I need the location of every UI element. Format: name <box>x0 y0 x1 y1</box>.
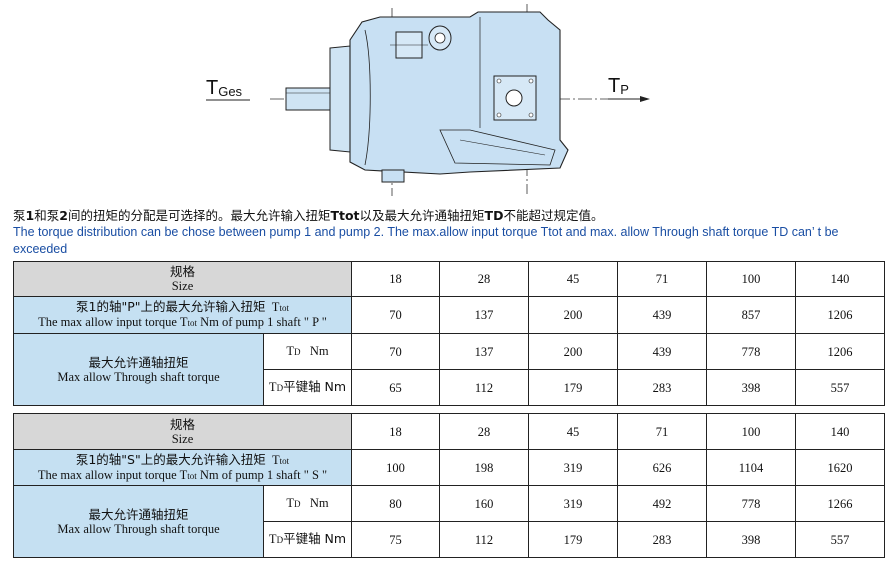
bottom-drain <box>381 169 405 183</box>
through-torque-cn: 最大允许通轴扭矩 <box>88 506 189 522</box>
through-torque-en: Max allow Through shaft torque <box>57 521 220 536</box>
key-shaft-value: 75 <box>351 521 440 558</box>
through-torque-label-cell: 最大允许通轴扭矩 Max allow Through shaft torque <box>13 485 264 558</box>
size-value: 18 <box>351 413 440 450</box>
size-value: 18 <box>351 261 440 297</box>
input-torque-value: 70 <box>351 296 440 334</box>
body-inner-contour-3 <box>459 139 546 156</box>
input-torque-en: The max allow input torque Ttot Nm of pu… <box>38 315 327 329</box>
key-shaft-value: 179 <box>528 521 618 558</box>
through-torque-cn: 最大允许通轴扭矩 <box>88 354 189 370</box>
input-torque-label-cell: 泵1的轴"S"上的最大允许输入扭矩 Ttot The max allow inp… <box>13 449 352 486</box>
note-chinese: 泵1和泵2间的扭矩的分配是可选择的。最大允许输入扭矩Ttot以及最大允许通轴扭矩… <box>13 208 604 223</box>
port-right-hole <box>505 89 523 107</box>
key-shaft-unit-label: TD平键轴 Nm <box>263 521 352 558</box>
size-value: 28 <box>439 413 529 450</box>
key-shaft-value: 557 <box>795 521 885 558</box>
input-torque-value: 100 <box>351 449 440 486</box>
size-header-cell: 规格 Size <box>13 261 352 297</box>
key-shaft-value: 112 <box>439 521 529 558</box>
td-unit-label: TD Nm <box>263 485 352 522</box>
note-english: The torque distribution can be chose bet… <box>13 225 839 256</box>
size-value: 45 <box>528 413 618 450</box>
size-value: 45 <box>528 261 618 297</box>
td-value: 319 <box>528 485 618 522</box>
td-value: 200 <box>528 333 618 370</box>
size-value: 100 <box>706 413 796 450</box>
torque-arrow-right-head <box>640 96 650 102</box>
input-torque-value: 319 <box>528 449 618 486</box>
input-torque-label-cell: 泵1的轴"P"上的最大允许输入扭矩 Ttot The max allow inp… <box>13 296 352 334</box>
input-torque-value: 198 <box>439 449 529 486</box>
size-header-en: Size <box>171 431 194 446</box>
size-value: 71 <box>617 413 707 450</box>
td-unit-label: TD Nm <box>263 333 352 370</box>
input-torque-value: 137 <box>439 296 529 334</box>
torque-label-right: TP <box>608 75 629 97</box>
td-value: 778 <box>706 333 796 370</box>
size-header-en: Size <box>171 279 194 293</box>
round-boss-hole <box>434 32 446 44</box>
td-value: 70 <box>351 333 440 370</box>
input-torque-cn: 泵1的轴"S"上的最大允许输入扭矩 Ttot <box>75 451 290 467</box>
key-shaft-value: 557 <box>795 369 885 406</box>
td-value: 1266 <box>795 485 885 522</box>
input-torque-value: 1620 <box>795 449 885 486</box>
input-torque-value: 1206 <box>795 296 885 334</box>
size-header-cn: 规格 <box>169 416 195 432</box>
td-value: 1206 <box>795 333 885 370</box>
input-torque-cn: 泵1的轴"P"上的最大允许输入扭矩 Ttot <box>76 299 289 315</box>
td-value: 137 <box>439 333 529 370</box>
size-value: 28 <box>439 261 529 297</box>
td-value: 160 <box>439 485 529 522</box>
size-value: 71 <box>617 261 707 297</box>
through-torque-en: Max allow Through shaft torque <box>57 369 220 384</box>
size-header-cn: 规格 <box>169 264 195 279</box>
body-inner-contour-2 <box>439 129 556 166</box>
torque-table-shaft-p: 规格 Size 18 28 45 71 100 140 泵1的轴"P"上的最大允… <box>13 261 885 406</box>
input-torque-value: 857 <box>706 296 796 334</box>
key-shaft-unit-label: TD平键轴 Nm <box>263 369 352 406</box>
body-inner-contour <box>364 29 371 166</box>
torque-label-left: TGes <box>206 77 243 99</box>
through-torque-label-cell: 最大允许通轴扭矩 Max allow Through shaft torque <box>13 333 264 406</box>
key-shaft-value: 283 <box>617 369 707 406</box>
input-torque-value: 200 <box>528 296 618 334</box>
port-bolt-1 <box>496 78 502 84</box>
torque-table-shaft-s: 规格 Size 18 28 45 71 100 140 泵1的轴"S"上的最大允… <box>13 413 885 558</box>
size-value: 140 <box>795 261 885 297</box>
key-shaft-value: 65 <box>351 369 440 406</box>
size-value: 100 <box>706 261 796 297</box>
input-torque-value: 1104 <box>706 449 796 486</box>
size-header-cell: 规格 Size <box>13 413 352 450</box>
input-torque-en: The max allow input torque Ttot Nm of pu… <box>37 467 328 482</box>
input-torque-value: 626 <box>617 449 707 486</box>
td-value: 778 <box>706 485 796 522</box>
td-value: 80 <box>351 485 440 522</box>
pump-drawing: TGes TP <box>206 4 650 196</box>
size-value: 140 <box>795 413 885 450</box>
port-bolt-4 <box>528 112 534 118</box>
front-flange <box>329 45 351 153</box>
td-value: 439 <box>617 333 707 370</box>
key-shaft-value: 179 <box>528 369 618 406</box>
key-shaft-value: 398 <box>706 369 796 406</box>
input-shaft <box>285 87 331 111</box>
key-shaft-value: 112 <box>439 369 529 406</box>
key-shaft-value: 398 <box>706 521 796 558</box>
port-bolt-2 <box>528 78 534 84</box>
port-bolt-3 <box>496 112 502 118</box>
input-torque-value: 439 <box>617 296 707 334</box>
key-shaft-value: 283 <box>617 521 707 558</box>
td-value: 492 <box>617 485 707 522</box>
